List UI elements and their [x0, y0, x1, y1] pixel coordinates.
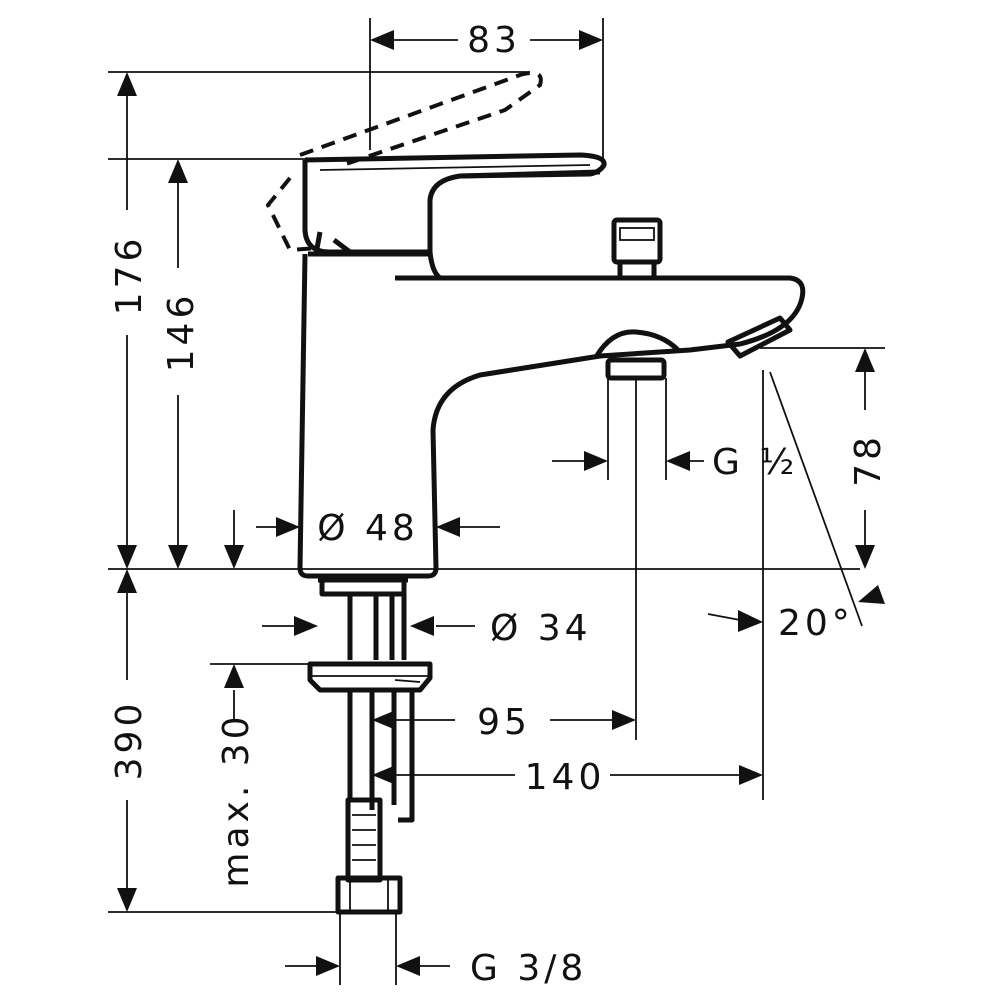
dim-supply-thread: G 3/8: [285, 912, 587, 989]
dim-spout-reach-label: 140: [525, 757, 606, 798]
angle-pointer: [707, 613, 741, 621]
dim-diverter-reach-label: 95: [477, 702, 531, 743]
dim-shank-diameter: Ø 34: [262, 608, 592, 649]
dim-total-height: 176: [108, 71, 530, 569]
dim-outlet-thread-label: G ½: [712, 442, 798, 483]
dim-spout-angle-label: 20°: [778, 603, 854, 644]
dim-spout-reach: 140: [372, 757, 763, 798]
dim-max-deck-thickness: max. 30: [210, 663, 310, 888]
dim-below-deck-length-label: 390: [109, 700, 150, 781]
dim-body-diameter: Ø 48: [256, 508, 500, 549]
dim-shank-diameter-label: Ø 34: [490, 608, 592, 649]
dim-spout-angle: 20°: [762, 370, 885, 800]
lever-alt-position: [265, 71, 543, 253]
dim-body-diameter-label: Ø 48: [317, 508, 419, 549]
dim-body-height-label: 146: [161, 292, 202, 373]
dim-diverter-reach: 95: [372, 380, 637, 743]
dim-top-width-label: 83: [467, 20, 521, 61]
faucet-body: [108, 152, 860, 579]
dim-max-deck-thickness-label: max. 30: [216, 712, 257, 887]
mounting-assembly: [307, 577, 433, 915]
dim-outlet-height-label: 78: [848, 433, 889, 487]
dim-outlet-thread: G ½: [552, 378, 798, 483]
dim-outlet-height: 78: [760, 347, 889, 569]
dim-body-height: 146: [161, 159, 202, 569]
dim-supply-thread-label: G 3/8: [470, 948, 587, 989]
dim-total-height-label: 176: [109, 235, 150, 316]
dim-below-deck-length: 390: [108, 569, 338, 913]
dim-top-width: 83: [369, 18, 604, 160]
